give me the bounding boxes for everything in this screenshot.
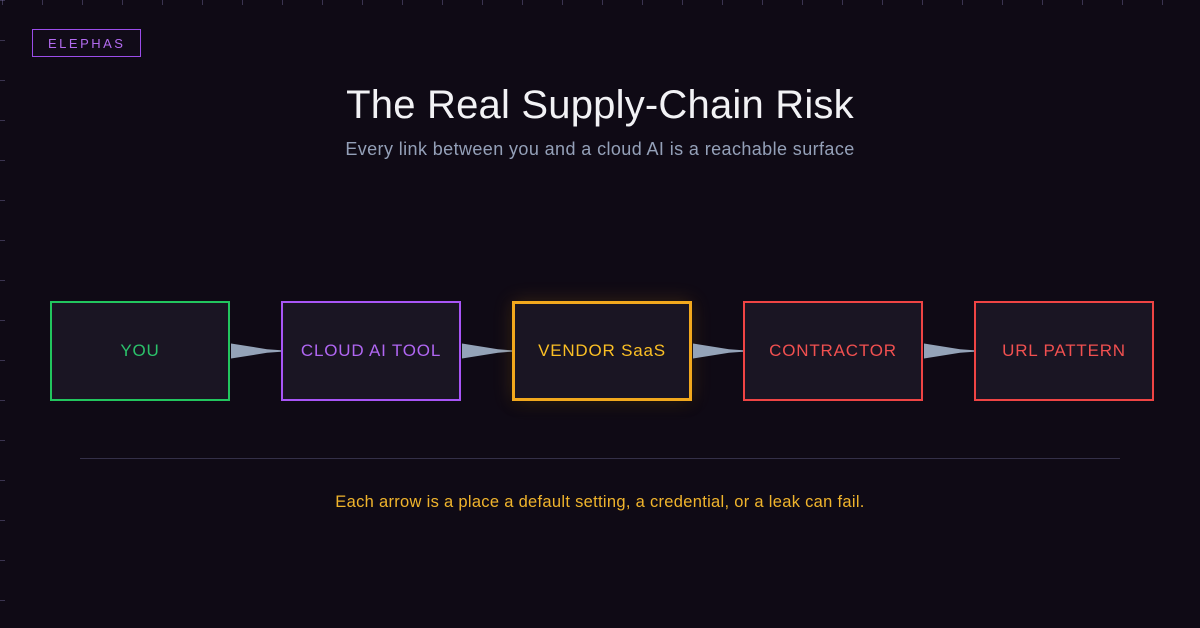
arrow-icon [923,343,974,359]
chain-node-you: YOU [50,301,230,401]
page-subtitle: Every link between you and a cloud AI is… [345,139,855,159]
brand-badge: ELEPHAS [32,29,142,57]
chain-node-label: CONTRACTOR [769,341,897,360]
chain-node-vendor-saas: VENDOR SaaS [512,301,692,401]
chain-node-label: CLOUD AI TOOL [300,341,442,360]
page-title: The Real Supply-Chain Risk [346,83,854,127]
footnote-text: Each arrow is a place a default setting,… [335,493,865,511]
footer-divider [80,458,1120,459]
arrow-icon [461,343,512,359]
ruler-ticks-left [0,0,5,628]
arrow-icon [230,343,281,359]
brand-label: ELEPHAS [48,35,126,51]
chain-node-url-pattern: URL PATTERN [974,301,1154,401]
chain-node-cloud-ai-tool: CLOUD AI TOOL [281,301,461,401]
chain-node-label: YOU [120,341,160,360]
arrow-icon [692,343,743,359]
chain-node-label: URL PATTERN [1002,341,1126,360]
chain-node-contractor: CONTRACTOR [743,301,923,401]
ruler-ticks-top [2,0,1200,5]
supply-chain-diagram: YOU CLOUD AI TOOL VENDOR SaaS CONTRACTOR URL… [50,301,1154,401]
chain-node-label: VENDOR SaaS [538,341,666,360]
